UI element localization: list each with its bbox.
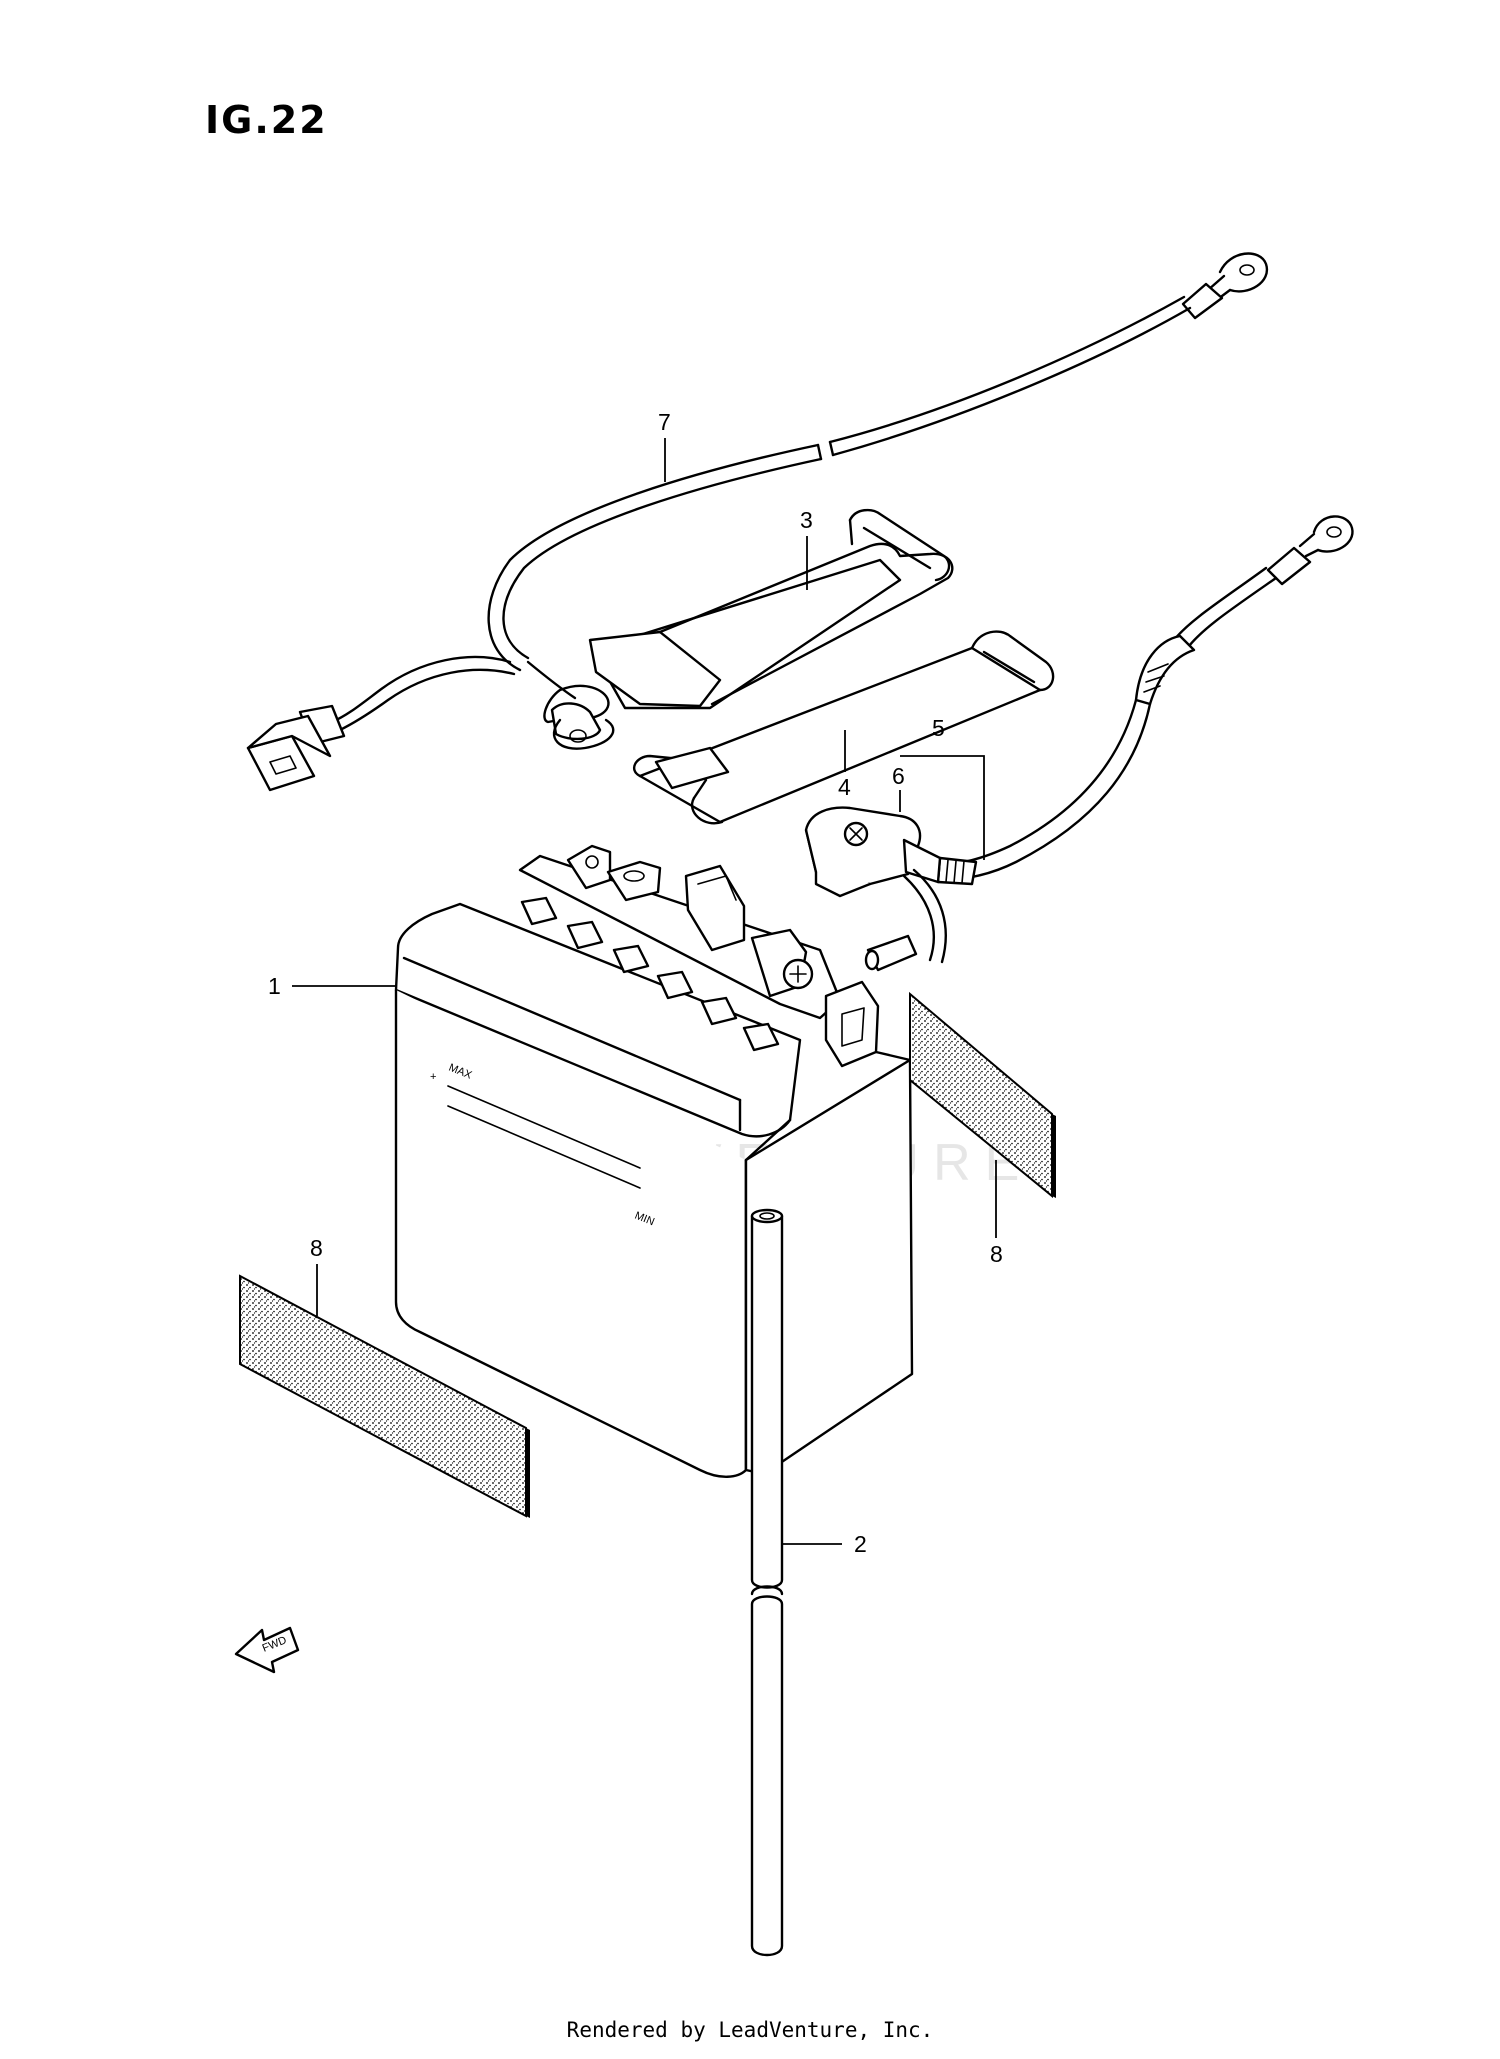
figure-title: IG.22 (205, 98, 328, 142)
callout-4: 4 (838, 730, 851, 800)
callout-number: 8 (310, 1235, 323, 1261)
battery-band-lower (633, 630, 1055, 825)
callout-2: 2 (782, 1531, 867, 1557)
plus-mark: + (430, 1071, 436, 1083)
callout-3: 3 (800, 507, 813, 590)
callout-number: 1 (268, 973, 281, 999)
callout-8-right: 8 (990, 1160, 1003, 1267)
battery-cushion-left (239, 1274, 530, 1518)
callout-1: 1 (268, 973, 396, 999)
negative-lead-assy (804, 515, 1354, 972)
fwd-arrow: FWD (234, 1626, 300, 1674)
battery-cushion-right (909, 991, 1056, 1199)
battery-body: + MAX MIN (394, 844, 914, 1478)
callout-number: 6 (892, 763, 905, 789)
positive-lead-wire (246, 252, 1269, 792)
battery-band-upper (588, 508, 954, 710)
callout-number: 2 (854, 1531, 867, 1557)
callout-7: 7 (658, 409, 671, 482)
vent-caps (520, 896, 780, 1052)
callout-number: 3 (800, 507, 813, 533)
callout-number: 8 (990, 1241, 1003, 1267)
breather-hose (750, 1208, 784, 1957)
callout-number: 4 (838, 774, 851, 800)
footer-credit: Rendered by LeadVenture, Inc. (566, 2018, 934, 2042)
callout-5: 5 (900, 715, 985, 860)
callout-number: 5 (932, 715, 945, 741)
callout-number: 7 (658, 409, 671, 435)
callout-8-left: 8 (310, 1235, 323, 1316)
callout-6: 6 (892, 763, 905, 812)
